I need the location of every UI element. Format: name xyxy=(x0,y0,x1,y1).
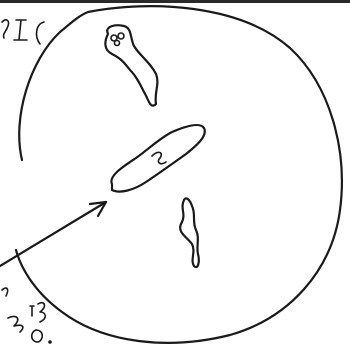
center-organism-outline xyxy=(111,125,204,192)
handwriting-mark-bottom-left-5 xyxy=(32,330,43,342)
handwriting-mark-bottom-left-1 xyxy=(2,288,8,296)
scan-border xyxy=(0,0,350,3)
handwriting-mark-bottom-left-3 xyxy=(30,306,34,316)
handwriting-mark-bottom-left-4 xyxy=(38,303,45,322)
lower-organism-outline xyxy=(180,198,199,267)
upper-organism-outline xyxy=(105,25,157,105)
handwriting-mark-bottom-left-2 xyxy=(8,316,23,332)
organism-granule-2 xyxy=(118,33,124,39)
field-of-view-circle xyxy=(16,6,342,343)
center-organism-nucleus xyxy=(152,152,166,163)
pointer-arrow-line xyxy=(0,202,106,266)
handwriting-mark-top-left xyxy=(2,20,9,38)
handwriting-mark-top-left-3 xyxy=(37,22,44,44)
organism-granule-3 xyxy=(115,41,120,46)
handwriting-mark-top-left-2 xyxy=(14,20,27,40)
handwriting-dot xyxy=(48,340,52,344)
